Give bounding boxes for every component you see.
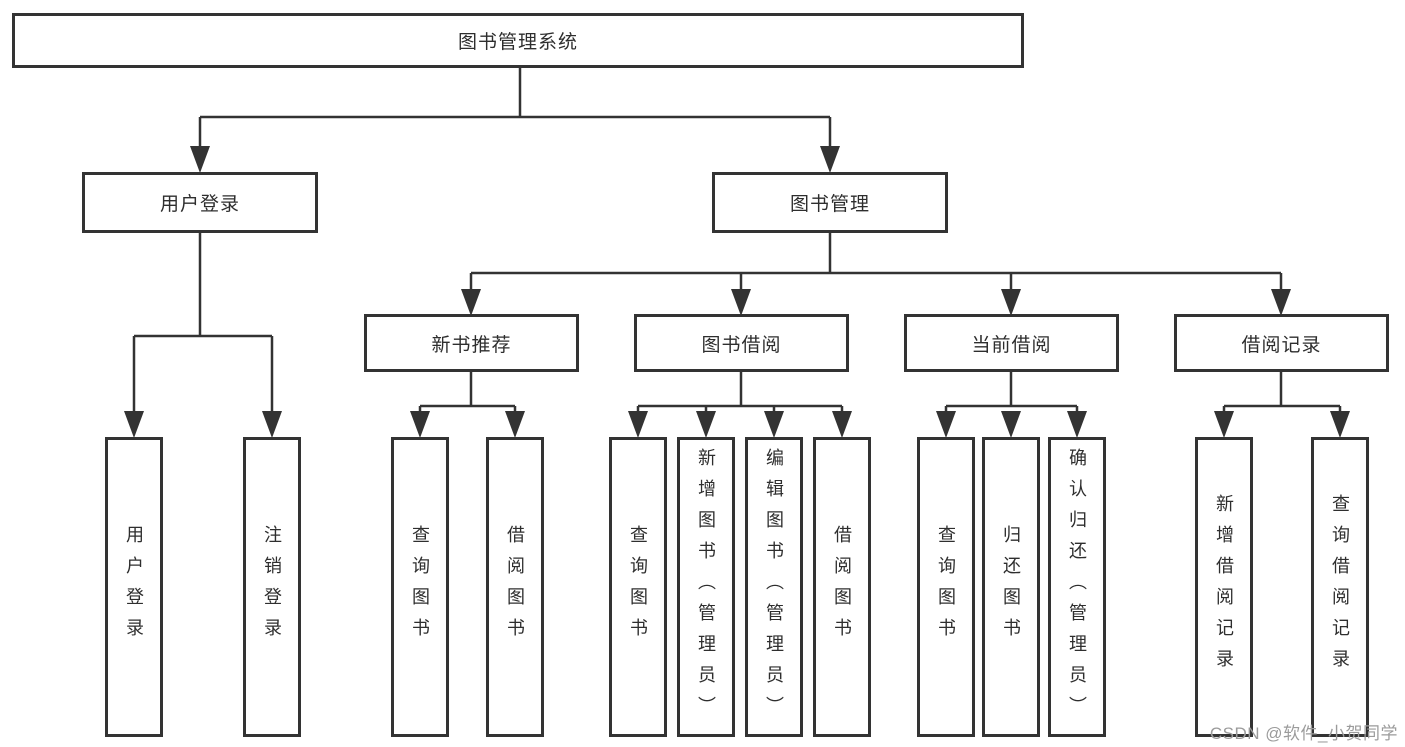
node-current-borrowing: 当前借阅 [904,314,1119,372]
node-user-login: 用户登录 [82,172,318,233]
leaf-confirm-return-admin: 确认归还（管理员） [1048,437,1106,737]
node-book-borrowing: 图书借阅 [634,314,849,372]
leaf-return-book: 归还图书 [982,437,1040,737]
node-new-book-recommendation: 新书推荐 [364,314,579,372]
node-library-management-system: 图书管理系统 [12,13,1024,68]
node-book-management: 图书管理 [712,172,948,233]
leaf-borrow-books: 借阅图书 [813,437,871,737]
node-borrowing-records: 借阅记录 [1174,314,1389,372]
leaf-edit-book-admin: 编辑图书（管理员） [745,437,803,737]
arrowhead-icons [124,146,1350,438]
leaf-query-borrow-record: 查询借阅记录 [1311,437,1369,737]
leaf-query-books-recommend: 查询图书 [391,437,449,737]
leaf-query-books-borrow: 查询图书 [609,437,667,737]
csdn-watermark: CSDN @软件_小贺同学 [1209,724,1398,743]
leaf-logout: 注销登录 [243,437,301,737]
leaf-add-borrow-record: 新增借阅记录 [1195,437,1253,737]
leaf-query-books-current: 查询图书 [917,437,975,737]
leaf-add-book-admin: 新增图书（管理员） [677,437,735,737]
leaf-user-login: 用户登录 [105,437,163,737]
leaf-borrow-books-recommend: 借阅图书 [486,437,544,737]
connector-line-path [132,68,1342,415]
